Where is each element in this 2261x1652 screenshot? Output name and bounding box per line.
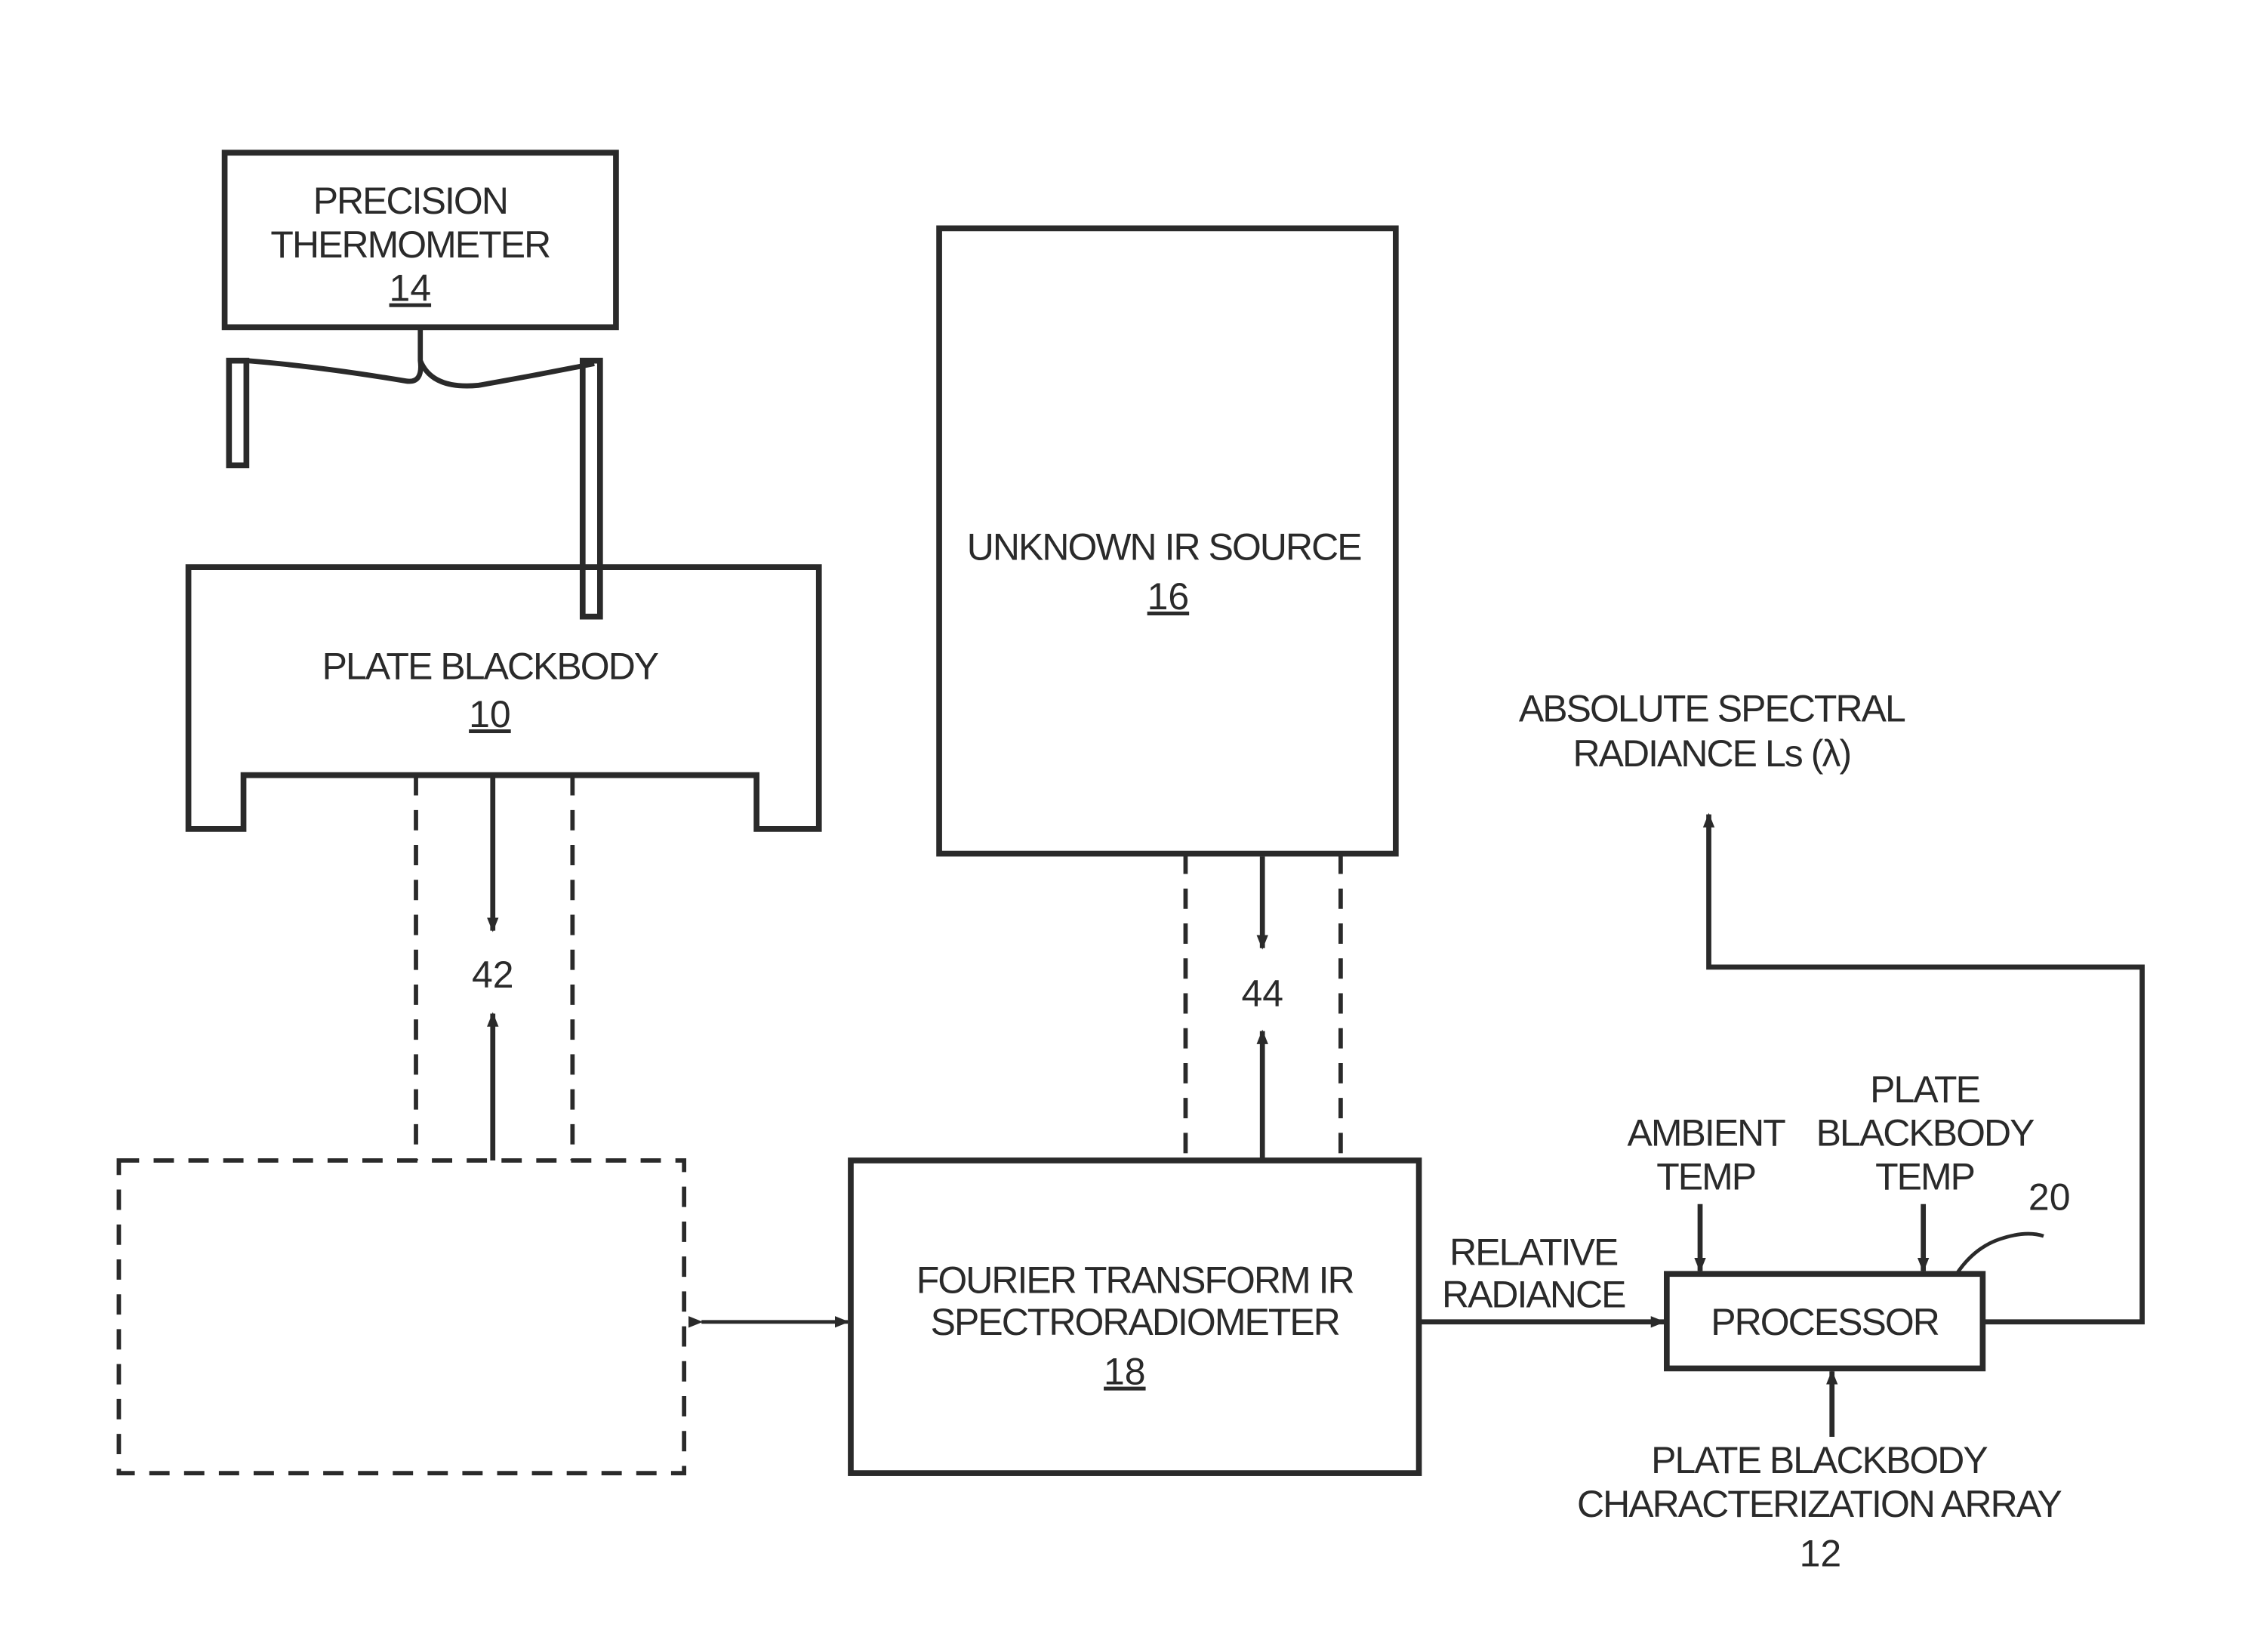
ftir-label-1: FOURIER TRANSFORM IR	[916, 1259, 1354, 1301]
thermometer-ref: 14	[390, 267, 432, 310]
relative-radiance-label-1: RELATIVE	[1449, 1231, 1618, 1274]
characterization-label-1: PLATE BLACKBODY	[1651, 1439, 1988, 1481]
probe-wire	[246, 327, 594, 386]
processor-label: PROCESSOR	[1711, 1301, 1939, 1343]
characterization-ref: 12	[1800, 1532, 1842, 1574]
beam-42-label: 42	[472, 954, 514, 996]
characterization-label-2: CHARACTERIZATION ARRAY	[1577, 1483, 2062, 1525]
output-label-1: ABSOLUTE SPECTRAL	[1519, 687, 1905, 729]
output-label-2: RADIANCE Ls (λ)	[1573, 732, 1851, 775]
relative-radiance-label-2: RADIANCE	[1442, 1273, 1625, 1315]
plate-bb-temp-label-1: PLATE	[1870, 1068, 1979, 1111]
plate-bb-temp-label-3: TEMP	[1875, 1155, 1974, 1197]
plate-blackbody-ref: 10	[469, 693, 511, 735]
probe-left	[229, 361, 246, 466]
ftir-label-2: SPECTRORADIOMETER	[931, 1301, 1339, 1343]
processor-ref: 20	[2028, 1176, 2071, 1218]
dashed-placeholder-box	[119, 1160, 684, 1473]
plate-blackbody-label: PLATE BLACKBODY	[322, 645, 659, 687]
ftir-ref: 18	[1104, 1351, 1146, 1393]
plate-bb-temp-label-2: BLACKBODY	[1816, 1112, 2035, 1154]
processor-leader-line	[1957, 1234, 2044, 1274]
unknown-ir-source-ref: 16	[1147, 575, 1190, 618]
thermometer-label-2: THERMOMETER	[270, 223, 550, 266]
probe-right	[583, 361, 600, 617]
unknown-ir-source-label: UNKNOWN IR SOURCE	[967, 525, 1361, 568]
thermometer-label-1: PRECISION	[313, 180, 507, 222]
beam-44-label: 44	[1241, 972, 1283, 1015]
ambient-temp-label-2: TEMP	[1656, 1155, 1755, 1197]
ambient-temp-label-1: AMBIENT	[1627, 1112, 1785, 1154]
